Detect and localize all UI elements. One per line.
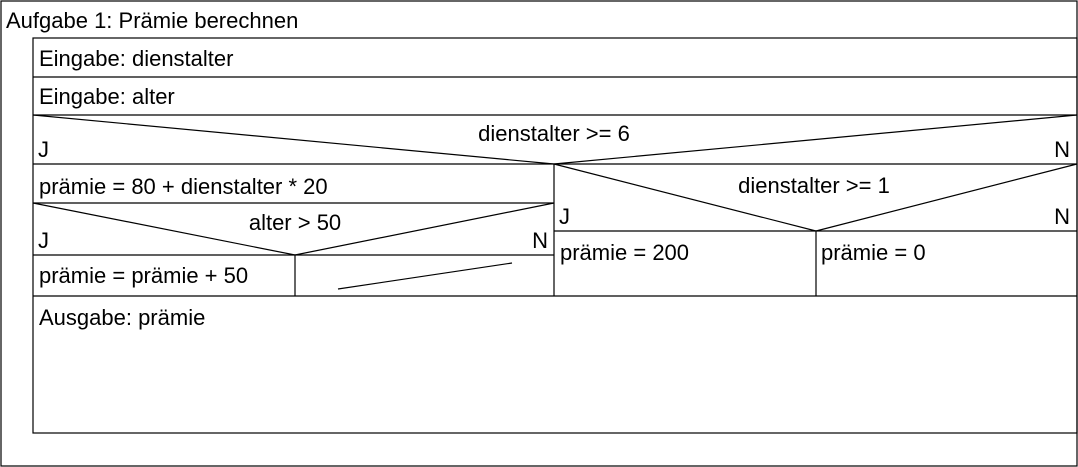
action-praemie-plus-50: prämie = prämie + 50 [39, 263, 248, 288]
decision-yes-label: J [559, 204, 570, 229]
input-alter: Eingabe: alter [39, 84, 175, 109]
decision-yes-label: J [38, 137, 49, 162]
decision-no-label: N [1054, 137, 1070, 162]
decision-diagonal [32, 114, 555, 165]
decision-no-label: N [532, 228, 548, 253]
program-block [32, 37, 1078, 434]
decision-diagonal [553, 163, 817, 232]
empty-branch-mark [337, 262, 513, 290]
output-praemie: Ausgabe: prämie [39, 305, 205, 330]
action-praemie-0: prämie = 0 [821, 240, 926, 265]
action-praemie-200: prämie = 200 [560, 240, 689, 265]
decision-condition-alter: alter > 50 [249, 210, 341, 235]
diagram-title: Aufgabe 1: Prämie berechnen [6, 8, 298, 33]
decision-diagonal [815, 163, 1078, 232]
decision-condition-dienstalter-1: dienstalter >= 1 [738, 173, 890, 198]
assign-praemie: prämie = 80 + dienstalter * 20 [39, 174, 328, 199]
decision-diagonal [294, 202, 555, 256]
decision-diagonal [32, 202, 296, 256]
decision-no-label: N [1054, 204, 1070, 229]
decision-yes-label: J [38, 228, 49, 253]
decision-diagonal [553, 114, 1078, 165]
input-dienstalter: Eingabe: dienstalter [39, 46, 233, 71]
decision-condition: dienstalter >= 6 [478, 121, 630, 146]
